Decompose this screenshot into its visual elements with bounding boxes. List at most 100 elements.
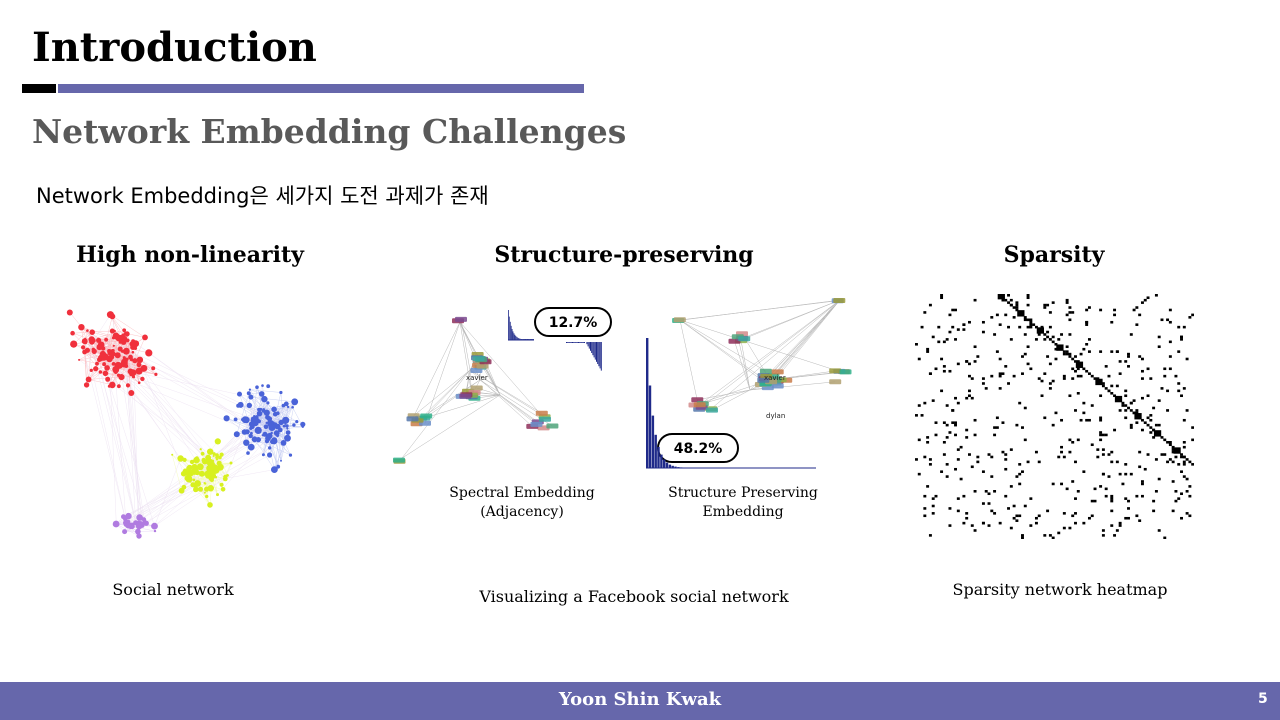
histogram-bar <box>648 385 652 469</box>
heatmap-cell <box>1096 377 1100 380</box>
heatmap-cell <box>1154 294 1158 297</box>
heatmap-cell <box>954 338 957 341</box>
graph-node-yellow <box>207 502 213 508</box>
graph-node-blue <box>278 420 284 425</box>
histogram-bar <box>511 329 513 341</box>
heatmap-cell <box>1065 301 1069 304</box>
heatmap-cell <box>1046 355 1050 358</box>
histogram-bar <box>711 467 714 468</box>
heatmap-cell <box>1090 374 1094 378</box>
graph-node-yellow <box>171 453 174 456</box>
histogram-bar <box>677 467 680 468</box>
heatmap-cell <box>1004 467 1008 471</box>
heatmap-cell <box>1149 414 1153 417</box>
heatmap-cell <box>1015 475 1019 478</box>
embedding-edges <box>398 319 553 462</box>
heatmap-cell <box>962 323 966 326</box>
heatmap-cell <box>1182 445 1186 449</box>
heatmap-cell <box>1132 411 1136 415</box>
heatmap-cell <box>1018 482 1022 486</box>
heatmap-cell <box>1127 352 1130 356</box>
heatmap-cell <box>1001 372 1005 375</box>
graph-node-blue <box>284 422 287 425</box>
heatmap-cell <box>1146 296 1150 300</box>
heatmap-cell <box>948 431 952 434</box>
histogram-bar <box>587 342 589 347</box>
heatmap-cell <box>990 455 994 459</box>
heatmap-cell <box>1113 534 1117 537</box>
heatmap-cell <box>1115 350 1119 353</box>
heatmap-cell <box>1113 308 1117 312</box>
histogram-bar <box>694 467 697 468</box>
graph-node-blue <box>286 405 290 409</box>
graph-node-red <box>133 346 138 350</box>
heatmap-cell <box>981 377 985 380</box>
graph-node-blue <box>248 388 251 391</box>
graph-node-red <box>70 340 78 348</box>
heatmap-cell <box>1071 514 1075 518</box>
heatmap-cell <box>1043 333 1047 336</box>
heatmap-cell <box>1023 406 1027 410</box>
graph-node-yellow <box>214 438 221 445</box>
heatmap-cell <box>1146 453 1150 456</box>
embedding-node <box>833 298 846 303</box>
heatmap-cell <box>968 374 971 378</box>
heatmap-cell <box>1023 333 1027 336</box>
graph-node-blue <box>254 426 262 434</box>
heatmap-cell <box>1085 308 1089 312</box>
graph-node-red <box>140 364 148 372</box>
heatmap-cell <box>1166 409 1170 412</box>
graph-node-purple <box>125 522 131 529</box>
heatmap-cell <box>1018 463 1022 466</box>
heatmap-cell <box>1177 350 1181 353</box>
heatmap-cell <box>1062 350 1066 353</box>
heatmap-cell <box>1177 382 1181 385</box>
node-label: dylan <box>766 412 785 420</box>
graph-node-red <box>107 349 112 353</box>
heatmap-cell <box>1051 301 1055 304</box>
histogram-bar <box>770 467 774 468</box>
heatmap-cell <box>1143 421 1147 424</box>
heatmap-cell <box>1054 357 1058 361</box>
heatmap-cell <box>1004 458 1008 461</box>
graph-node-red <box>123 349 128 354</box>
histogram-bar <box>514 334 516 341</box>
graph-node-red <box>106 311 114 319</box>
histogram-bar <box>579 342 581 343</box>
histogram-bar <box>680 467 683 468</box>
heatmap-cell <box>973 490 977 493</box>
footer-author: Yoon Shin Kwak <box>558 689 722 710</box>
heatmap-cell <box>976 355 980 358</box>
heatmap-cell <box>934 494 938 498</box>
graph-node-yellow <box>204 486 210 492</box>
heatmap-cell <box>1160 453 1164 456</box>
heatmap-cell <box>1182 387 1186 390</box>
heatmap-cell <box>1029 318 1033 322</box>
heatmap-cell <box>1096 455 1100 459</box>
heatmap-cell <box>998 357 1002 361</box>
heatmap-cell <box>1026 325 1030 329</box>
heatmap-cell <box>1140 396 1144 400</box>
heatmap-cell <box>1012 306 1016 309</box>
heatmap-cell <box>1185 409 1189 412</box>
graph-node-blue <box>270 439 275 445</box>
heatmap-cell <box>973 360 977 363</box>
heatmap-cell <box>1023 438 1027 442</box>
heatmap-cell <box>934 433 938 437</box>
graph-node-blue <box>251 436 258 443</box>
embedding-node <box>829 379 842 385</box>
heatmap-cell <box>1127 406 1130 410</box>
histogram-bar <box>665 462 669 468</box>
embedding-node <box>757 377 770 383</box>
heatmap-cell <box>1166 441 1170 444</box>
graph-node-red <box>111 348 115 353</box>
graph-node-red <box>98 370 103 374</box>
heatmap-cell <box>1152 406 1156 410</box>
heatmap-cell <box>1135 409 1139 412</box>
heatmap-cell <box>1188 494 1192 498</box>
heatmap-cell <box>1074 521 1077 525</box>
heatmap-cell <box>1163 453 1167 456</box>
heatmap-cell <box>1051 335 1055 339</box>
graph-node-red <box>85 376 92 383</box>
graph-node-blue <box>261 434 264 437</box>
